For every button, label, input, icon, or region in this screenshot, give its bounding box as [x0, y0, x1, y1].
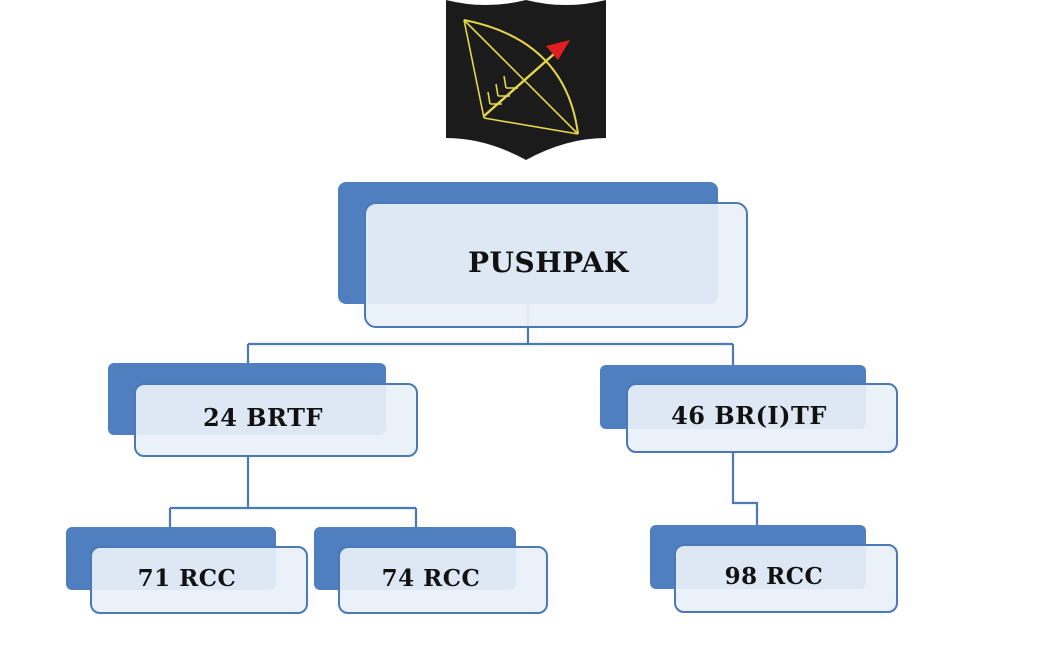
node-label: 74 RCC	[381, 565, 481, 592]
node-pushpak: PUSHPAK	[338, 182, 750, 328]
node-74-rcc: 74 RCC	[314, 527, 548, 614]
node-front-shape	[90, 546, 308, 614]
bow-string-icon	[463, 19, 579, 135]
node-front-shape	[134, 383, 418, 457]
node-label: 71 RCC	[137, 565, 237, 592]
node-front-shape	[364, 202, 748, 328]
connector-24brtf	[168, 457, 418, 527]
arrow-shaft-icon	[483, 53, 555, 117]
node-front-shape	[674, 544, 898, 613]
node-label: PUSHPAK	[468, 246, 629, 279]
node-label: 24 BRTF	[203, 403, 323, 432]
node-71-rcc: 71 RCC	[66, 527, 308, 614]
bow-icon	[463, 19, 579, 135]
node-front-shape	[338, 546, 548, 614]
node-98-rcc: 98 RCC	[650, 525, 898, 613]
connector-46britf	[731, 451, 759, 525]
node-24-brtf: 24 BRTF	[108, 363, 418, 457]
node-46-britf: 46 BR(I)TF	[600, 365, 898, 453]
node-label: 98 RCC	[724, 563, 824, 590]
arrowhead-icon	[546, 40, 570, 60]
bow-and-arrow-emblem	[446, 0, 606, 160]
node-label: 46 BR(I)TF	[671, 401, 827, 430]
node-front-shape	[626, 383, 898, 453]
